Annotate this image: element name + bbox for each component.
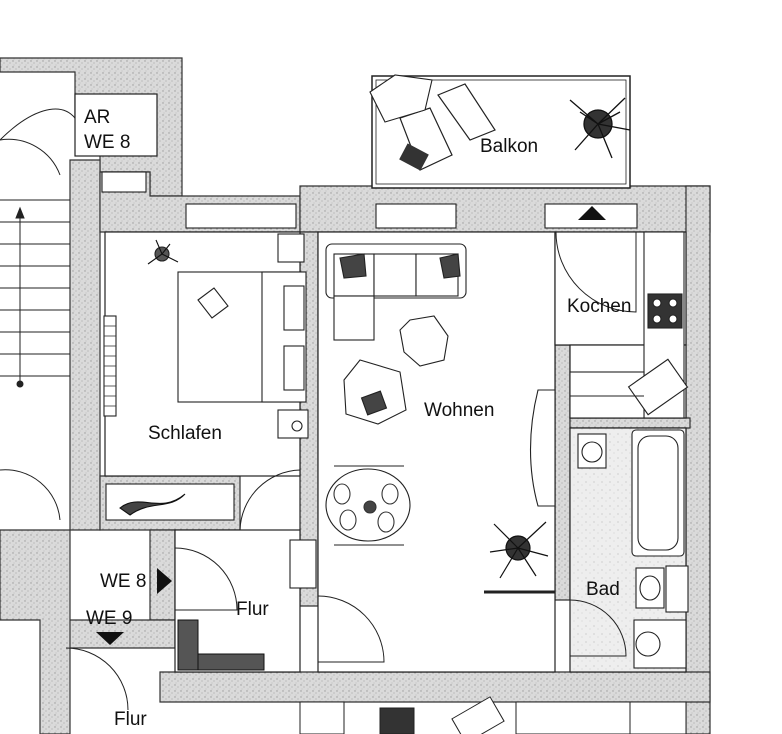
we8-entry-arrow	[157, 568, 172, 594]
wall-kitchen-left	[554, 344, 571, 601]
room-label-wohnen: Wohnen	[424, 400, 495, 421]
coffee-table	[399, 315, 449, 367]
sun-lounger	[437, 83, 496, 141]
room-label-flur-lower: Flur	[114, 709, 147, 730]
living-plant	[489, 521, 549, 579]
balcony-door-swing	[555, 231, 637, 313]
entry-label-we9: WE 9	[86, 608, 133, 629]
wardrobe-flur	[177, 619, 199, 671]
nightstand-bottom	[277, 409, 309, 439]
room-ar	[74, 93, 158, 157]
bedroom-door-swing	[239, 469, 301, 531]
wall-bottom	[159, 671, 711, 703]
wall-bath-top	[569, 417, 691, 429]
kitchen-furniture	[569, 231, 689, 419]
ar-label: AR	[84, 107, 111, 128]
living-furniture	[289, 243, 556, 589]
lower-units	[299, 696, 687, 734]
wall-living-top	[299, 185, 711, 233]
bedroom-furniture	[103, 233, 309, 521]
wall-stair	[69, 159, 101, 531]
room-label-kochen: Kochen	[567, 296, 632, 317]
entry-door-swing	[174, 547, 238, 611]
bath-door-swing	[569, 599, 627, 657]
entry-label-we8: WE 8	[100, 571, 147, 592]
ar-we8-label: WE 8	[84, 132, 131, 153]
room-label-schlafen: Schlafen	[148, 423, 222, 444]
sink	[627, 358, 689, 416]
stairs	[0, 138, 70, 521]
we9-entry-arrow	[96, 632, 124, 645]
kitchen-counter-bottom	[569, 371, 645, 419]
balcony	[369, 74, 631, 189]
room-label-flur: Flur	[236, 599, 269, 620]
bath-fixtures	[577, 429, 689, 669]
armchair	[343, 359, 407, 425]
hallway-furniture	[177, 619, 265, 671]
stove	[647, 293, 683, 329]
balcony-plant	[569, 97, 631, 159]
sideboard	[530, 389, 556, 507]
room-label-balkon: Balkon	[480, 136, 539, 157]
balcony-door-arrow	[578, 206, 606, 220]
living-door-swing	[317, 595, 385, 663]
room-label-bad: Bad	[586, 579, 620, 600]
nightstand-top	[277, 233, 305, 263]
wall-right	[685, 185, 711, 734]
radiator	[289, 539, 317, 589]
we9-door-swing	[65, 647, 129, 711]
wall-lower-left	[0, 529, 71, 734]
